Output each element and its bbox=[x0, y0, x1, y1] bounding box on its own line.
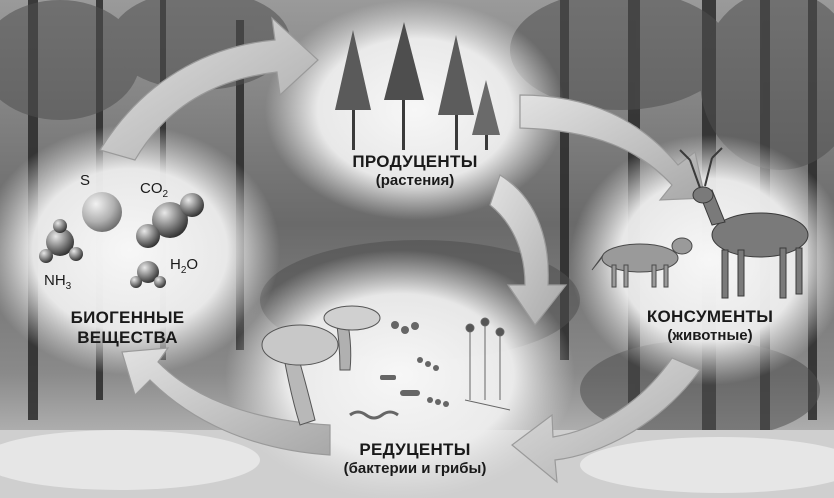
sulfur-label: S bbox=[80, 172, 90, 189]
nh3-base: NH bbox=[44, 272, 66, 289]
sulfur-atom bbox=[82, 192, 122, 232]
biogenic-label: БИОГЕННЫЕ ВЕЩЕСТВА bbox=[40, 308, 215, 347]
h2o-label: H2O bbox=[170, 256, 198, 276]
producers-subtitle: (растения) bbox=[325, 172, 505, 189]
producers-label: ПРОДУЦЕНТЫ (растения) bbox=[325, 152, 505, 189]
co2-label: CO2 bbox=[140, 180, 168, 200]
decomposers-title: РЕДУЦЕНТЫ bbox=[300, 440, 530, 460]
co2-sub: 2 bbox=[163, 189, 169, 200]
consumers-subtitle: (животные) bbox=[610, 327, 810, 344]
h2o-base: H bbox=[170, 256, 181, 273]
biogenic-line1: БИОГЕННЫЕ bbox=[40, 308, 215, 328]
consumers-title: КОНСУМЕНТЫ bbox=[610, 307, 810, 327]
co2-base: CO bbox=[140, 180, 163, 197]
nh3-label: NH3 bbox=[44, 272, 71, 292]
consumers-label: КОНСУМЕНТЫ (животные) bbox=[610, 307, 810, 344]
decomposers-subtitle: (бактерии и грибы) bbox=[300, 460, 530, 477]
h2o-tail: O bbox=[186, 256, 198, 273]
nh3-sub: 3 bbox=[66, 281, 72, 292]
producers-title: ПРОДУЦЕНТЫ bbox=[325, 152, 505, 172]
decomposers-label: РЕДУЦЕНТЫ (бактерии и грибы) bbox=[300, 440, 530, 477]
biogenic-line2: ВЕЩЕСТВА bbox=[40, 328, 215, 348]
